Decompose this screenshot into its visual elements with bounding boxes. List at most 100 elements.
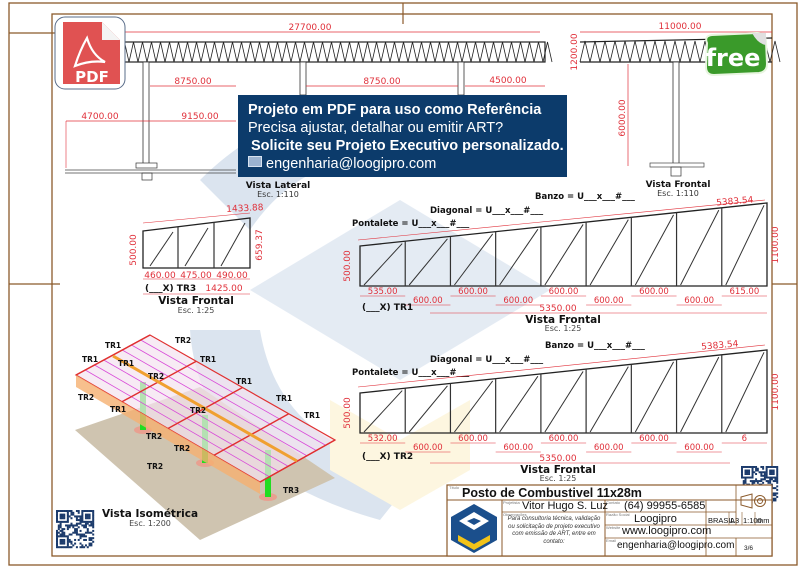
banzo-label: Banzo = U___x___#___ [535,192,636,202]
pdf-badge: PDF [54,16,126,90]
designer-label: Projetista [503,500,520,505]
dim-truss-height: 1200.00 [570,33,580,70]
projection-symbol-icon [740,493,766,509]
website-label: Website [606,525,621,530]
unit-value: mm [757,516,770,525]
truss-label: TR1 [304,411,320,420]
view-title: Vista Lateral [246,181,311,191]
view-scale: Esc. 1:25 [545,324,582,333]
tb-title-label: Título [449,485,460,490]
dim-left-height: 500.00 [129,234,139,266]
diagonal [499,375,539,433]
diagonal [149,231,174,267]
view-scale: Esc. 1:110 [257,190,299,199]
title-block [446,484,773,557]
view-title: Vista Frontal [158,295,234,307]
segment-dim: 600.00 [639,287,669,297]
diagonal [220,222,246,267]
segment-dim: 600.00 [458,287,488,297]
dim-span3: 4500.00 [489,76,526,86]
dim-line [142,212,251,224]
loogipro-logo [451,504,497,553]
segment-dims: 535.00600.00600.00600.00600.00600.00600.… [360,287,767,306]
view-scale: Esc. 1:25 [540,474,577,483]
view-title: Vista Frontal [646,180,711,190]
diagonal [408,385,448,433]
peel-corner [752,33,766,45]
anchor-bolts [670,166,682,177]
diagonal [454,380,494,433]
tr2-view: Banzo = U___x___#___ Diagonal = U___x___… [343,339,781,483]
free-badge: free [704,31,769,77]
column [672,61,680,165]
truss-labels: TR1TR1TR2TR1TR2TR1TR2TR1TR2TR1TR2TR1TR2T… [78,336,320,495]
base-plate [135,162,158,169]
diagonal [184,227,209,267]
truss-web [363,205,765,286]
truss-tag: (___X) TR2 [362,452,413,462]
dim-left-height: 500.00 [343,397,353,429]
phone-number: (64) 99955-6585 [624,500,706,512]
dim-seg: 475.00 [180,271,212,281]
truss-label: TR1 [105,341,121,350]
company-name: Loogipro [634,513,677,525]
base-plate [649,162,705,168]
dim-column: 6000.00 [618,99,628,136]
tr3-view: 1433.88 500.00 659.37 460.00 475.00 490.… [129,203,265,315]
email[interactable]: engenharia@loogipro.com [617,540,735,551]
segment-dim: 600.00 [503,296,533,306]
email-label: Email [606,538,617,543]
dim-right-height: 659.37 [255,229,265,261]
segment-dim: 600.00 [503,443,533,453]
segment-dim: 600.00 [684,443,714,453]
diagonal [454,233,494,286]
banner-email-row[interactable]: engenharia@loogipro.com [248,155,567,173]
dim-left-height: 500.00 [343,250,353,282]
canopy-edge [76,375,260,494]
project-title: Posto de Combustivel 11x28m [462,486,642,500]
diagonal [680,209,720,286]
banner-headline: Projeto em PDF para uso como Referência [248,102,542,118]
segment-dim: 600.00 [684,296,714,306]
dim-line [357,199,766,241]
contact-label: Contato [606,500,621,505]
company-label: Razão Social [606,512,630,517]
truss-label: TR1 [236,377,252,386]
truss-label: TR1 [110,405,126,414]
pontalete-label: Pontalete = U___x___#___ [352,219,470,229]
truss-label: TR1 [276,394,292,403]
dim-span2: 8750.00 [363,77,400,87]
designer-name: Vitor Hugo S. Luz [522,500,609,512]
truss-label: TR2 [146,432,162,441]
truss-label: TR2 [190,406,206,415]
diagonal [589,219,629,286]
free-label: free [706,44,761,72]
column [142,61,150,168]
truss-label: TR2 [78,393,94,402]
truss-label: TR2 [175,336,191,345]
view-scale: Esc. 1:200 [129,519,171,528]
main-beam [112,354,298,463]
tr1-view: Banzo = U___x___#___ Diagonal = U___x___… [343,192,781,333]
segment-dim: 600.00 [639,434,669,444]
qr-code [56,510,95,549]
diagonal [725,205,765,286]
diagonal [363,243,403,286]
truss-label: TR3 [283,486,299,495]
segment-dim: 600.00 [594,443,624,453]
segment-dim: 600.00 [549,434,579,444]
view-scale: Esc. 1:25 [178,306,215,315]
truss-tag: (___X) TR1 [362,303,413,313]
banner-email[interactable]: engenharia@loogipro.com [266,156,437,172]
segment-dim: 615.00 [730,287,760,297]
banner-question: Precisa ajustar, detalhar ou emitir ART? [248,120,504,136]
segment-dim: 6 [742,434,747,444]
dim-seg: 460.00 [144,271,176,281]
segment-dim: 535.00 [368,287,398,297]
pontalete-label: Pontalete = U___x___#___ [352,368,470,378]
truss-lattice [119,41,553,63]
website[interactable]: www.loogipro.com [622,525,712,537]
banzo-label: Banzo = U___x___#___ [545,341,646,351]
segment-dim: 600.00 [458,434,488,444]
consult-note: Para consultoria técnica, validação ou s… [507,516,601,545]
